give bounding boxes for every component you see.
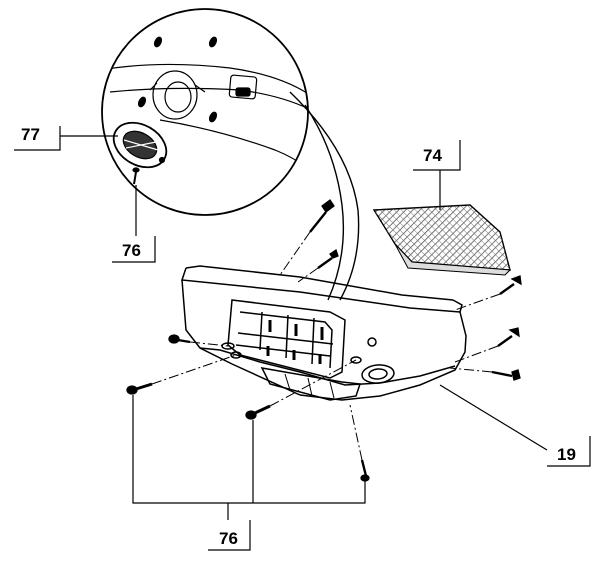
front-bumper-19 <box>180 265 467 401</box>
callout-76-main: 76 <box>219 529 238 548</box>
callout-74: 74 <box>423 146 442 165</box>
assembly-axis-lines <box>151 231 501 461</box>
grille-part-74 <box>372 204 512 276</box>
callout-76-detail: 76 <box>122 241 141 260</box>
leader-lines <box>14 126 591 551</box>
callout-19: 19 <box>557 445 576 464</box>
screws <box>126 199 522 482</box>
callout-77: 77 <box>21 125 40 144</box>
detail-circle <box>101 8 360 301</box>
